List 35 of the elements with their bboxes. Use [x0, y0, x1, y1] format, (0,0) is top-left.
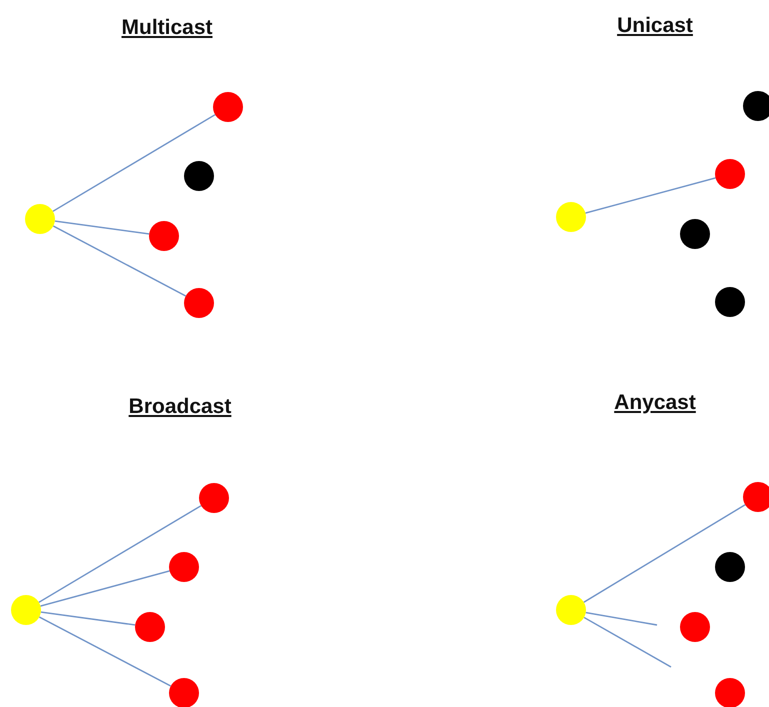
node-circle	[556, 595, 586, 625]
section-title: Broadcast	[128, 395, 232, 419]
node-circle	[169, 552, 199, 582]
node-circle	[743, 482, 769, 512]
connector-line	[52, 114, 216, 212]
connector-line	[584, 616, 672, 668]
section-title: Unicast	[617, 14, 693, 38]
section-title: Anycast	[614, 391, 696, 415]
node-circle	[715, 678, 745, 707]
connector-line	[38, 616, 172, 687]
node-circle	[556, 202, 586, 232]
connector-line	[38, 505, 202, 603]
node-circle	[715, 287, 745, 317]
node-circle	[715, 159, 745, 189]
node-circle	[743, 91, 769, 121]
node-circle	[680, 219, 710, 249]
connector-line	[54, 220, 150, 235]
node-circle	[680, 612, 710, 642]
node-circle	[715, 552, 745, 582]
node-circle	[11, 595, 41, 625]
connector-line	[40, 611, 136, 626]
node-circle	[169, 678, 199, 707]
node-circle	[184, 288, 214, 318]
node-circle	[199, 483, 229, 513]
connector-line	[52, 225, 186, 297]
node-circle	[25, 204, 55, 234]
node-circle	[149, 221, 179, 251]
node-circle	[184, 161, 214, 191]
section-title: Multicast	[122, 16, 212, 40]
node-circle	[135, 612, 165, 642]
connector-line	[40, 570, 170, 607]
node-circle	[213, 92, 243, 122]
connector-line	[583, 504, 746, 603]
connector-line	[586, 612, 658, 626]
connector-line	[585, 177, 716, 214]
